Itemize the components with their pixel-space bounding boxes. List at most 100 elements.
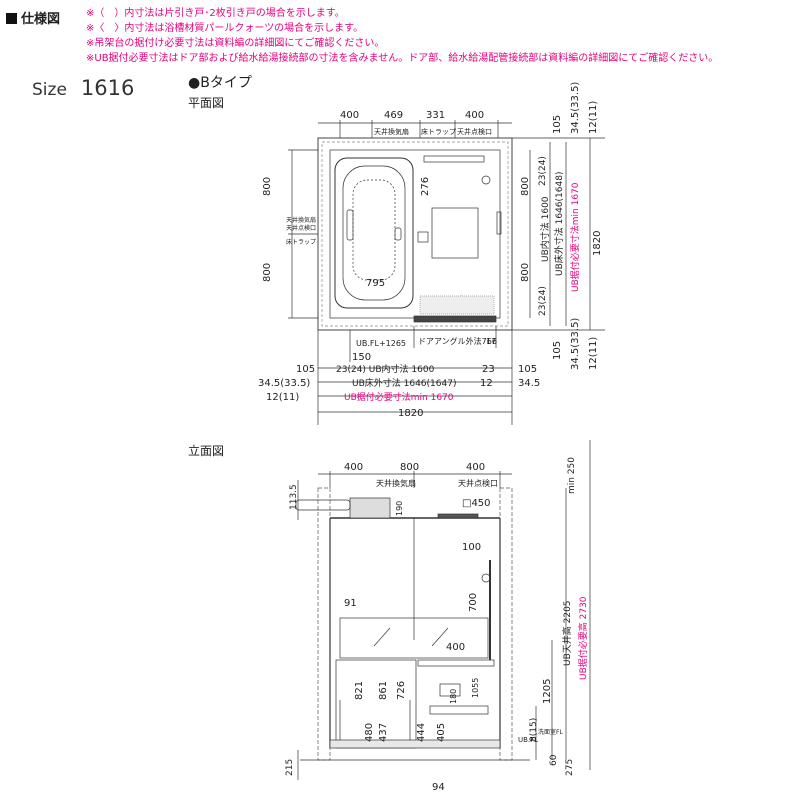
plan-right-dim: 800 — [520, 263, 531, 282]
plan-top-label: 天井点検口 — [457, 127, 492, 136]
mirror — [339, 617, 489, 659]
plan-inner-width: 23(24) UB内寸法 1600 — [336, 363, 435, 375]
plan-need-height: UB据付必要寸法min 1670 — [569, 182, 581, 292]
elev-ubfl: UB.FL — [518, 736, 538, 744]
plan-left-label: 天井換気扇 — [286, 216, 316, 224]
plan-d12: 12 — [480, 378, 493, 389]
bathtub — [334, 157, 414, 309]
plan-outer-width: UB床外寸法 1646(1647) — [352, 377, 456, 389]
plan-left-dim: 800 — [262, 263, 273, 282]
elev-ub-ceiling: UB天井高 2205 — [561, 600, 573, 666]
plan-top-label: 床トラップ — [421, 127, 456, 136]
plan-right-dim: 23(24) — [538, 286, 548, 316]
elev-d405: 405 — [436, 723, 447, 742]
plan-right-dim: 34.5(33.5) — [570, 82, 581, 134]
plan-top-label: 天井換気扇 — [374, 127, 409, 136]
size-label-text: Size — [32, 80, 67, 100]
note-line: ※〈 〉内寸法は浴槽材質パールクォーツの場合を示します。 — [86, 23, 364, 34]
floor — [329, 739, 501, 749]
elev-d437: 437 — [378, 723, 389, 742]
elev-top-dim: 400 — [466, 462, 485, 473]
header-title: 仕様図 — [6, 8, 60, 27]
elev-ub-need: UB据付必要高 2730 — [577, 596, 589, 680]
elev-d275: 275 — [565, 759, 575, 776]
plan-right-dim: 105 — [552, 341, 563, 360]
square-bullet-icon — [6, 13, 17, 24]
bathtub-elevation — [335, 659, 417, 749]
elev-hatch-size: □450 — [462, 498, 491, 509]
elev-d190: 190 — [395, 501, 404, 516]
elev-d700: 700 — [468, 593, 479, 612]
ceiling-fan — [349, 497, 391, 519]
plan-total-height: 1820 — [592, 231, 603, 256]
note-line: ※吊架台の据付け必要寸法は資料編の詳細図にてご確認ください。 — [86, 38, 385, 49]
elev-d100: 100 — [462, 542, 481, 553]
plan-inner-dim: 276 — [420, 177, 431, 196]
elev-d94: 94 — [432, 782, 445, 793]
elev-top-dim: 800 — [400, 462, 419, 473]
plan-inner-height: UB内寸法 1600 — [539, 196, 551, 262]
note-line: ※UB据付必要寸法はドア部および給水給湯接続部の寸法を含みません。ドア部、給水給… — [86, 53, 719, 64]
plan-top-dim: 331 — [426, 110, 445, 121]
elev-top-dim: 400 — [344, 462, 363, 473]
shower-head-icon — [481, 573, 491, 583]
faucet-bar — [423, 155, 485, 163]
elev-d8: 8(15) — [529, 718, 539, 742]
plan-r345: 34.5(33.5) — [258, 378, 310, 389]
floor-trap-icon — [417, 231, 429, 243]
plan-inner-dim: 795 — [366, 278, 385, 289]
plan-d17: 17 — [486, 337, 496, 346]
size-label: Size 1616 — [32, 76, 134, 100]
plan-r105a: 105 — [296, 364, 315, 375]
plan-need-width: UB据付必要寸法min 1670 — [344, 391, 454, 403]
elev-d400: 400 — [446, 642, 465, 653]
elevation-title: 立面図 — [188, 444, 225, 458]
plan-top-dim: 400 — [340, 110, 359, 121]
elev-min250: min 250 — [567, 457, 577, 494]
plan-right-dim: 800 — [520, 177, 531, 196]
elev-d861: 861 — [378, 681, 389, 700]
counter-shelf — [417, 659, 495, 667]
elev-d1055: 1055 — [471, 678, 480, 698]
inspection-hatch — [437, 513, 479, 519]
elev-d444: 444 — [416, 723, 427, 742]
faucet — [439, 683, 461, 697]
header-title-text: 仕様図 — [21, 12, 61, 27]
plan-outer-height: UB床外寸法 1646(1648) — [553, 172, 565, 276]
notes-block: ※（ ）内寸法は片引き戸･2枚引き戸の場合を示します。 ※〈 〉内寸法は浴槽材質… — [86, 6, 718, 66]
plan-right-dim: 105 — [552, 115, 563, 134]
plan-door: ドアアングル外法766 — [418, 336, 497, 346]
elev-d821: 821 — [354, 681, 365, 700]
plan-left-dim: 800 — [262, 177, 273, 196]
elev-d180: 180 — [449, 689, 458, 704]
plan-left-label: 床トラップ — [286, 238, 316, 246]
plan-right-dim: 23(24) — [538, 156, 548, 186]
plan-total-width: 1820 — [398, 408, 423, 419]
door — [413, 295, 497, 323]
size-value: 1616 — [80, 76, 135, 100]
shower-head-icon — [481, 175, 491, 185]
plan-top-dim: 400 — [465, 110, 484, 121]
elev-d215: 215 — [285, 759, 295, 776]
plan-title: 平面図 — [188, 96, 225, 110]
plan-r12: 12(11) — [266, 392, 299, 403]
elev-fan-label: 天井換気扇 — [376, 478, 416, 488]
elev-hatch-label: 天井点検口 — [458, 478, 498, 488]
plan-right-dim: 12(11) — [588, 337, 599, 370]
elev-fl-label: 洗面室FL — [538, 728, 563, 736]
plan-d150: 150 — [352, 352, 371, 363]
grab-bar — [496, 211, 502, 235]
duct — [295, 499, 351, 511]
elevation-walls — [300, 487, 530, 761]
plan-r345b: 34.5 — [518, 378, 540, 389]
floor-mat — [431, 207, 479, 259]
elev-d1205: 1205 — [542, 679, 553, 704]
plan-right-dim: 12(11) — [588, 101, 599, 134]
elev-d480: 480 — [364, 723, 375, 742]
plan-r105b: 105 — [518, 364, 537, 375]
plan-d23: 23 — [482, 364, 495, 375]
elev-d60: 60 — [549, 754, 559, 766]
plan-top-dim: 469 — [384, 110, 403, 121]
elev-d113: 113.5 — [289, 484, 299, 510]
